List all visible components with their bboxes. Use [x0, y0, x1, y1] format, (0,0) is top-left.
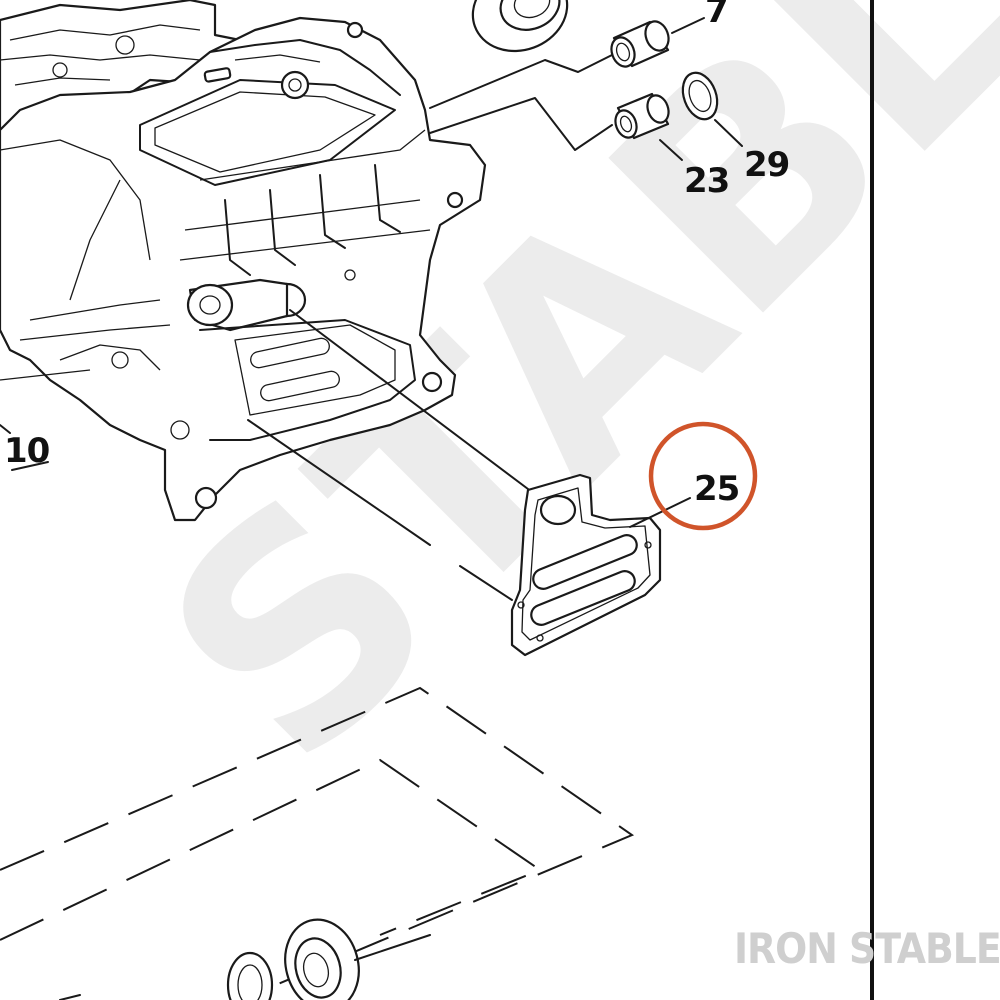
leader-29	[714, 119, 743, 147]
callout-7: 7	[705, 0, 728, 31]
bearing-bottom	[59, 918, 431, 1000]
leader-23	[659, 139, 683, 161]
oil-seal-29	[681, 71, 719, 121]
brand-watermark: IRON STABLE	[734, 924, 1000, 973]
transmission-housing	[0, 0, 487, 522]
dashed-frame	[0, 686, 635, 1000]
needle-bearing-7	[610, 20, 670, 68]
highlight-circle	[648, 421, 758, 531]
underline-10	[11, 461, 49, 471]
leader-10	[0, 424, 11, 434]
callout-29: 29	[744, 145, 789, 185]
bushing-23	[614, 92, 670, 140]
callout-23: 23	[684, 161, 729, 201]
leader-25	[629, 497, 691, 528]
callout-10: 10	[4, 431, 50, 471]
leader-7	[671, 17, 705, 34]
callout-25: 25	[694, 469, 739, 509]
assembly-lines	[247, 54, 613, 601]
seal-top-left	[471, 0, 569, 53]
gasket-part-25	[510, 473, 662, 657]
